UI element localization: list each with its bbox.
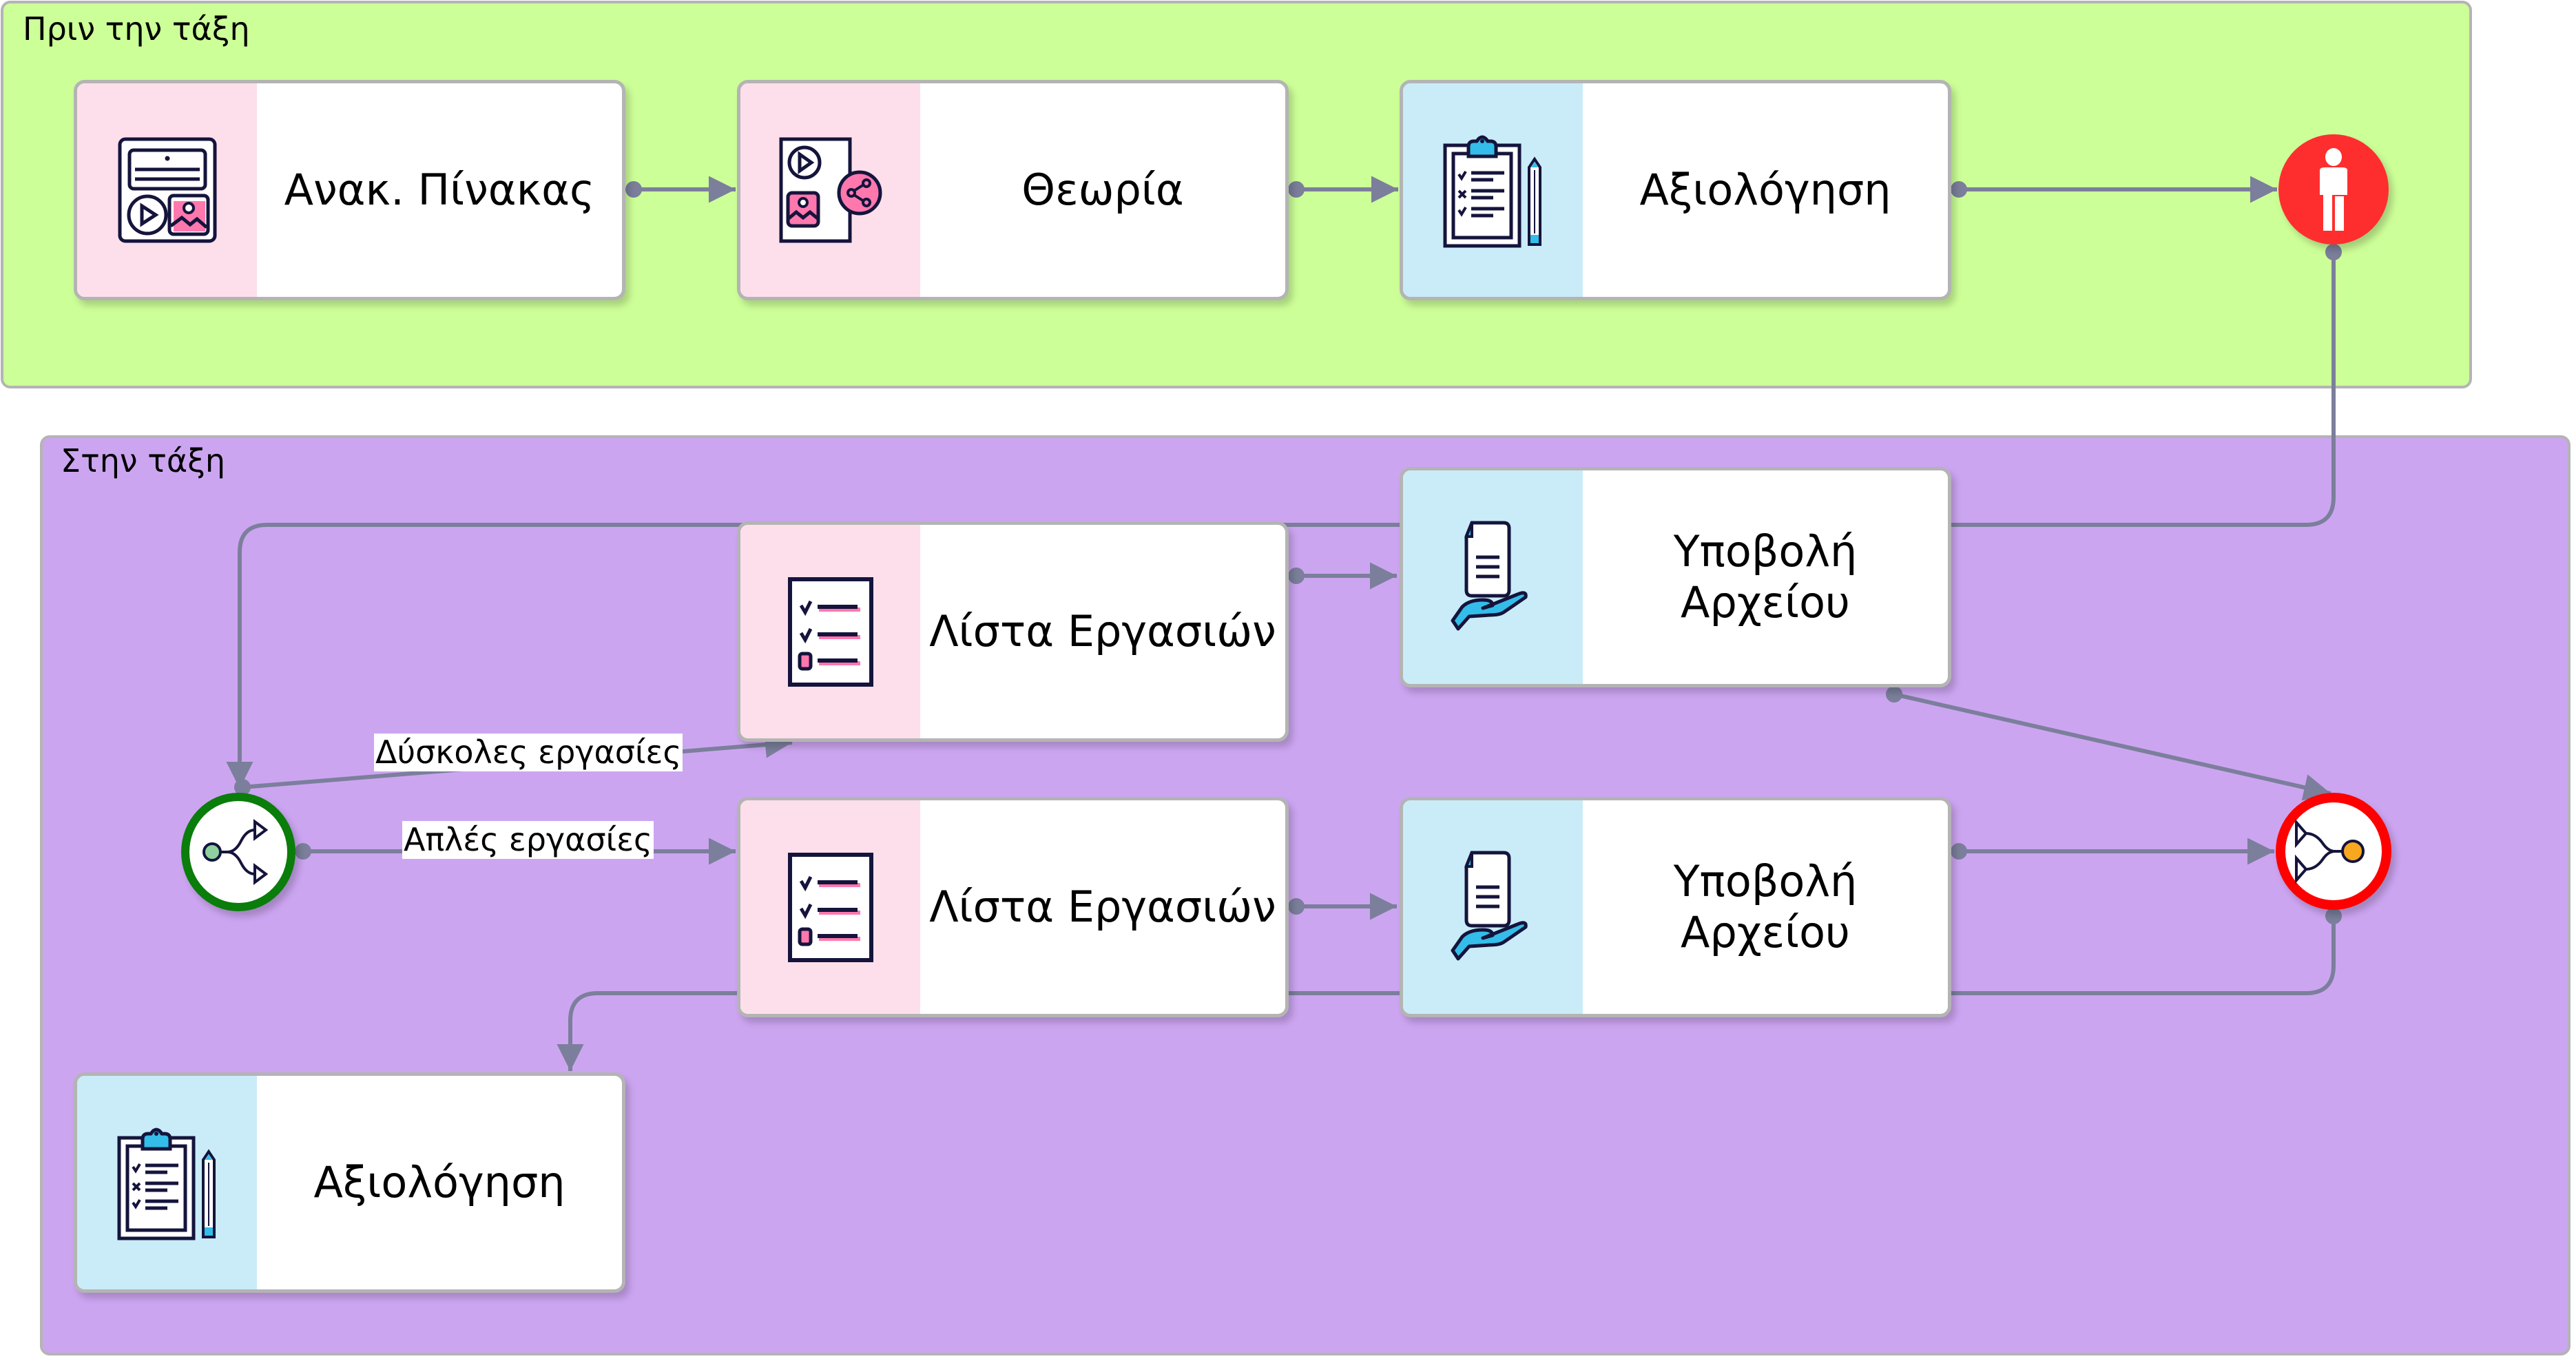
task-evaluation-before[interactable]: Αξιολόγηση	[1400, 80, 1951, 300]
task-label: Λίστα Εργασιών	[929, 605, 1276, 656]
task-submit-file-hard[interactable]: Υποβολή Αρχείου	[1400, 467, 1951, 687]
checklist-icon	[787, 576, 873, 687]
task-label: Αξιολόγηση	[1639, 164, 1891, 215]
task-label: Υποβολή Αρχείου	[1673, 855, 1858, 957]
task-tasklist-hard[interactable]: Λίστα Εργασιών	[737, 521, 1289, 742]
file-submit-icon	[1451, 851, 1528, 961]
task-theory[interactable]: Θεωρία	[737, 80, 1289, 300]
task-submit-file-easy[interactable]: Υποβολή Αρχείου	[1400, 797, 1951, 1017]
bulletin-board-icon	[118, 137, 216, 243]
clipboard-evaluation-icon	[1443, 135, 1541, 248]
lane-title: Στην τάξη	[61, 442, 226, 479]
edge-person-to-split[interactable]	[226, 251, 2336, 789]
task-label: Θεωρία	[1021, 164, 1184, 215]
edge-submit-hard-to-merge[interactable]	[1893, 692, 2331, 801]
clipboard-evaluation-icon	[117, 1128, 216, 1240]
merge-gateway-icon	[2295, 818, 2365, 884]
split-gateway[interactable]	[181, 793, 295, 911]
task-tasklist-easy[interactable]: Λίστα Εργασιών	[737, 797, 1289, 1017]
checklist-icon	[787, 852, 873, 962]
edge-label-hard-tasks: Δύσκολες εργασίες	[374, 734, 683, 771]
merge-gateway[interactable]	[2276, 793, 2391, 910]
task-label: Λίστα Εργασιών	[929, 881, 1276, 932]
task-label: Ανακ. Πίνακας	[284, 164, 595, 215]
task-bulletin-board[interactable]: Ανακ. Πίνακας	[74, 80, 625, 300]
lane-title: Πριν την τάξη	[23, 10, 250, 48]
media-share-icon	[779, 137, 882, 243]
edge-label-easy-tasks: Απλές εργασίες	[402, 821, 654, 859]
file-submit-icon	[1451, 521, 1528, 631]
person-node[interactable]	[2278, 134, 2389, 245]
split-gateway-icon	[202, 819, 269, 885]
person-icon	[2320, 148, 2347, 231]
task-label: Αξιολόγηση	[313, 1156, 565, 1207]
task-label: Υποβολή Αρχείου	[1673, 526, 1858, 627]
task-evaluation-class[interactable]: Αξιολόγηση	[74, 1072, 625, 1293]
